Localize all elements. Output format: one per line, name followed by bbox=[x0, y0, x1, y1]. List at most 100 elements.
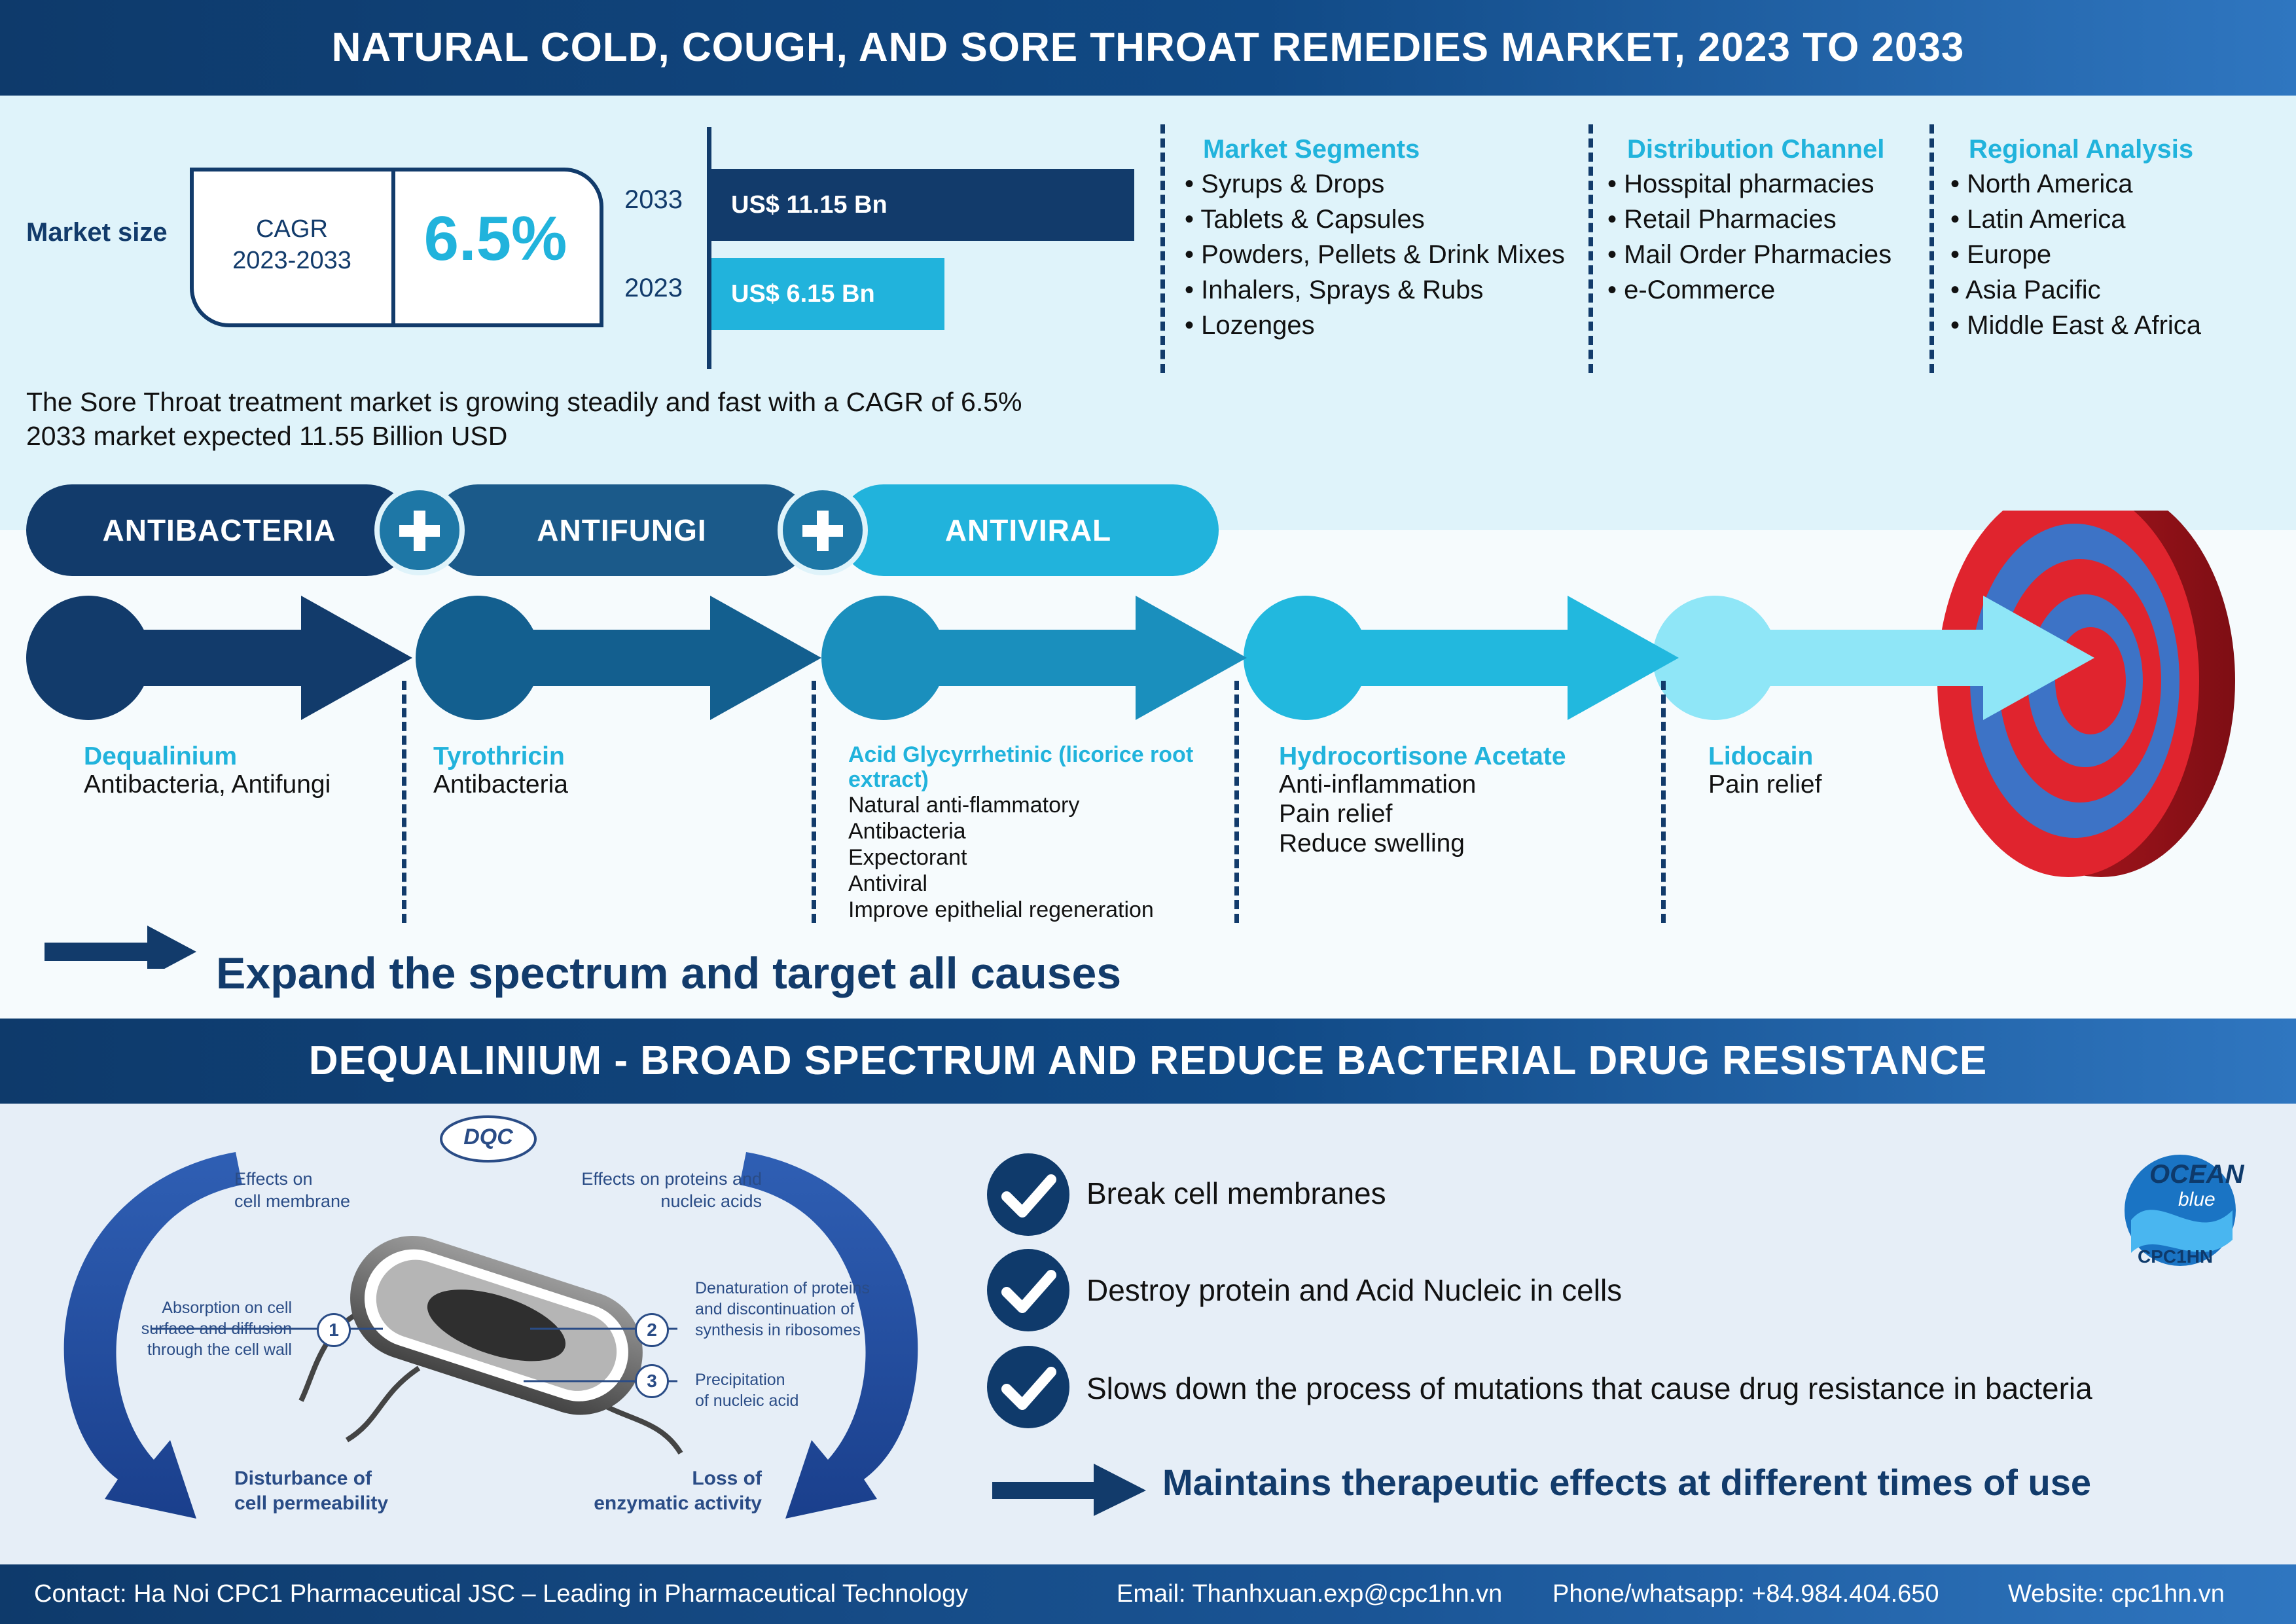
market-bar-2023: US$ 6.15 Bn bbox=[711, 258, 944, 330]
separator bbox=[812, 681, 816, 923]
logo-line1: OCEAN bbox=[2149, 1160, 2244, 1189]
step-number-1: 1 bbox=[317, 1313, 351, 1347]
cagr-box bbox=[190, 168, 603, 327]
list-item: • Hosspital pharmacies bbox=[1607, 170, 1874, 198]
ingredient-effect: Improve epithelial regeneration bbox=[848, 897, 1154, 922]
separator bbox=[1234, 681, 1239, 923]
ingredient-tyrothricin: Tyrothricin Antibacteria bbox=[433, 744, 568, 799]
dqc-label: DQC bbox=[463, 1125, 513, 1149]
caption-line: and discontinuation of bbox=[695, 1300, 855, 1318]
caption-line: Effects on bbox=[234, 1169, 313, 1189]
ingredient-effect: Reduce swelling bbox=[1279, 829, 1465, 857]
caption-line: synthesis in ribosomes bbox=[695, 1321, 861, 1339]
logo-line2: blue bbox=[2178, 1189, 2215, 1210]
pathway-graphic bbox=[26, 511, 2235, 969]
pathway-arrow bbox=[821, 596, 1247, 720]
list-item: • Asia Pacific bbox=[1950, 276, 2101, 304]
ocean-blue-logo: OCEAN blue CPC1HN bbox=[2118, 1148, 2244, 1279]
ingredient-hydrocortisone: Hydrocortisone Acetate Anti-inflammation… bbox=[1279, 744, 1566, 858]
bottom-right-caption: Loss of enzymatic activity bbox=[579, 1466, 762, 1516]
benefit-slow-mutations: Slows down the process of mutations that… bbox=[1086, 1371, 2092, 1405]
list-item: • Middle East & Africa bbox=[1950, 311, 2202, 340]
list-item: • Lozenges bbox=[1185, 311, 1315, 340]
list-item: • Syrups & Drops bbox=[1185, 170, 1385, 198]
caption-line: Precipitation bbox=[695, 1371, 785, 1389]
caption-line: surface and diffusion bbox=[141, 1320, 292, 1338]
step3-caption: Precipitation of nucleic acid bbox=[695, 1369, 798, 1411]
description-line1: The Sore Throat treatment market is grow… bbox=[26, 387, 1022, 417]
description-line2: 2033 market expected 11.55 Billion USD bbox=[26, 421, 508, 451]
market-bar-2033: US$ 11.15 Bn bbox=[711, 169, 1134, 241]
caption-line: Loss of bbox=[692, 1468, 762, 1489]
ingredient-name: Hydrocortisone Acetate bbox=[1279, 742, 1566, 770]
footer-website[interactable]: Website: cpc1hn.vn bbox=[2008, 1580, 2225, 1608]
list-item: • Tablets & Capsules bbox=[1185, 205, 1425, 234]
ingredient-effect: Expectorant bbox=[848, 845, 967, 870]
section-title: DEQUALINIUM - BROAD SPECTRUM AND REDUCE … bbox=[0, 1019, 2296, 1104]
caption-line: cell membrane bbox=[234, 1191, 351, 1211]
list-item: • Mail Order Pharmacies bbox=[1607, 240, 1892, 269]
caption-line: through the cell wall bbox=[147, 1341, 292, 1359]
separator bbox=[1929, 124, 1934, 373]
ingredient-effect: Antibacteria bbox=[433, 770, 568, 799]
bar-year-2033: 2033 bbox=[624, 185, 683, 214]
caption-line: enzymatic activity bbox=[594, 1492, 762, 1514]
bacterium-icon bbox=[298, 1236, 683, 1455]
step1-caption: Absorption on cell surface and diffusion… bbox=[122, 1297, 292, 1360]
page-title: NATURAL COLD, COUGH, AND SORE THROAT REM… bbox=[0, 0, 2296, 96]
list-item: • Europe bbox=[1950, 240, 2052, 269]
ingredient-effect: Anti-inflammation bbox=[1279, 770, 1477, 799]
category-antibacteria: ANTIBACTERIA bbox=[26, 484, 412, 576]
footer: Contact: Ha Noi CPC1 Pharmaceutical JSC … bbox=[0, 1564, 2296, 1624]
caption-line: nucleic acids bbox=[660, 1191, 762, 1211]
footer-contact: Contact: Ha Noi CPC1 Pharmaceutical JSC … bbox=[34, 1580, 969, 1608]
plus-icon bbox=[778, 485, 868, 575]
pathway-arrow bbox=[1244, 596, 1679, 720]
ingredient-name: Tyrothricin bbox=[433, 742, 565, 770]
separator bbox=[1661, 681, 1666, 923]
cagr-divider bbox=[391, 168, 395, 327]
pathway-arrow bbox=[26, 596, 412, 720]
market-segments-list: • Syrups & Drops • Tablets & Capsules • … bbox=[1185, 166, 1565, 343]
logo-line3: CPC1HN bbox=[2138, 1246, 2214, 1267]
ingredient-acid-glycyrrhetinic: Acid Glycyrrhetinic (licorice root extra… bbox=[848, 742, 1193, 923]
list-item: • Latin America bbox=[1950, 205, 2126, 234]
distribution-channel-list: • Hosspital pharmacies • Retail Pharmaci… bbox=[1607, 166, 1892, 308]
pathway-arrow bbox=[1653, 596, 2094, 720]
top-left-caption: Effects on cell membrane bbox=[234, 1168, 350, 1212]
curved-arrow-icon bbox=[740, 1152, 918, 1519]
curved-arrow-icon bbox=[63, 1152, 242, 1519]
separator bbox=[1160, 124, 1165, 373]
target-icon bbox=[1937, 511, 2235, 877]
cagr-value: 6.5% bbox=[423, 204, 567, 274]
ingredient-effect: Antiviral bbox=[848, 871, 927, 896]
cagr-label-line2: 2023-2033 bbox=[232, 247, 351, 274]
cagr-label: CAGR 2023-2033 bbox=[194, 213, 390, 276]
list-item: • e-Commerce bbox=[1607, 276, 1776, 304]
list-item: • Powders, Pellets & Drink Mixes bbox=[1185, 240, 1565, 269]
caption-line: of nucleic acid bbox=[695, 1392, 799, 1410]
ingredient-effect: Antibacteria, Antifungi bbox=[84, 770, 331, 799]
ingredient-name: Dequalinium bbox=[84, 742, 238, 770]
footer-phone[interactable]: Phone/whatsapp: +84.984.404.650 bbox=[1552, 1580, 1939, 1608]
distribution-channel-title: Distribution Channel bbox=[1627, 135, 1885, 164]
list-item: • Inhalers, Sprays & Rubs bbox=[1185, 276, 1484, 304]
caption-line: Denaturation of proteins bbox=[695, 1279, 870, 1297]
ingredient-effect: Pain relief bbox=[1708, 770, 1822, 799]
footer-email[interactable]: Email: Thanhxuan.exp@cpc1hn.vn bbox=[1117, 1580, 1503, 1608]
check-icon bbox=[987, 1249, 1069, 1331]
benefit-destroy-protein: Destroy protein and Acid Nucleic in cell… bbox=[1086, 1273, 1623, 1307]
arrow-right-icon bbox=[992, 1464, 1146, 1516]
caption-line: cell permeability bbox=[234, 1492, 389, 1514]
market-segments-title: Market Segments bbox=[1203, 135, 1420, 164]
regional-analysis-title: Regional Analysis bbox=[1969, 135, 2194, 164]
category-antiviral: ANTIVIRAL bbox=[838, 484, 1219, 576]
regional-analysis-list: • North America • Latin America • Europe… bbox=[1950, 166, 2201, 343]
ingredient-lidocain: Lidocain Pain relief bbox=[1708, 744, 1821, 799]
pathway-arrow bbox=[416, 596, 821, 720]
bottom-left-caption: Disturbance of cell permeability bbox=[234, 1466, 388, 1516]
top-right-caption: Effects on proteins and nucleic acids bbox=[563, 1168, 762, 1212]
caption-line: Absorption on cell bbox=[162, 1299, 292, 1317]
market-description: The Sore Throat treatment market is grow… bbox=[26, 385, 1022, 453]
step2-caption: Denaturation of proteins and discontinua… bbox=[695, 1278, 870, 1341]
